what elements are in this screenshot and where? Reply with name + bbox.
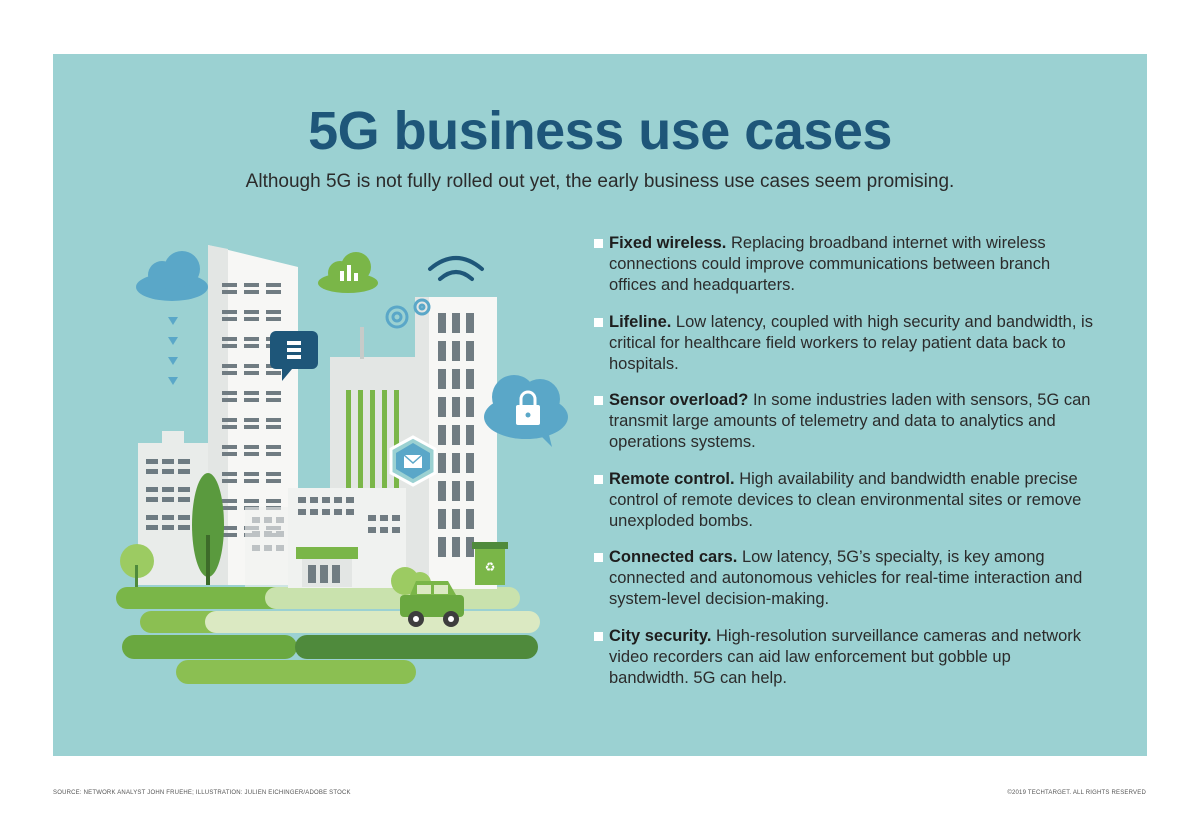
use-case-item: Remote control. High availability and ba… [594,469,1094,532]
use-case-lead: Connected cars. [609,548,738,566]
use-case-text: Low latency, coupled with high security … [609,312,1093,373]
lock-cloud-icon [484,375,568,447]
low-front-building [245,488,406,588]
use-case-item: Fixed wireless. Replacing broadband inte… [594,233,1094,296]
svg-text:♻: ♻ [485,560,496,574]
bullet-square-icon [594,239,603,248]
ground-strips [116,587,540,684]
copyright-notice: ©2019 TECHTARGET. ALL RIGHTS RESERVED [1007,790,1146,796]
mail-hexagon-icon [389,435,437,487]
recycle-bin-icon: ♻ [472,542,508,585]
use-case-item: City security. High-resolution surveilla… [594,626,1094,689]
source-credit: SOURCE: NETWORK ANALYST JOHN FRUEHE; ILL… [53,790,351,796]
use-case-lead: Lifeline. [609,312,672,331]
white-tower [208,245,298,585]
bullet-square-icon [594,474,603,484]
use-case-list: Fixed wireless. Replacing broadband inte… [594,233,1094,704]
use-case-text: High availability and bandwidth enable p… [609,469,1082,530]
wifi-icon [428,256,484,281]
page-subtitle: Although 5G is not fully rolled out yet,… [245,171,955,192]
use-case-lead: Fixed wireless. [609,234,727,252]
page-title: 5G business use cases [308,101,892,161]
chart-cloud-icon [318,252,378,293]
use-case-item: Sensor overload? In some industries lade… [594,390,1094,453]
round-tree-icon [120,544,154,587]
use-case-item: Lifeline. Low latency, coupled with high… [594,312,1094,375]
cloud-icon [136,251,208,385]
use-case-lead: City security. [609,626,712,645]
server-chat-icon [270,331,318,381]
use-case-lead: Sensor overload? [609,391,749,409]
use-case-lead: Remote control. [609,469,735,488]
use-case-text: High-resolution surveillance cameras and… [609,626,1081,687]
city-illustration: ♻ [116,245,568,684]
bullet-square-icon [594,317,603,327]
bullet-square-icon [594,553,603,562]
use-case-text: In some industries laden with sensors, 5… [609,391,1091,451]
use-case-item: Connected cars. Low latency, 5G’s specia… [594,547,1094,610]
bullet-square-icon [594,631,603,641]
tree-icon [192,473,224,585]
car-icon [400,581,464,627]
use-case-text: Low latency, 5G’s specialty, is key amon… [609,548,1083,608]
white-tower-right [415,297,497,589]
bullet-square-icon [594,396,603,405]
gear-icon [385,298,431,329]
use-case-text: Replacing broadband internet with wirele… [609,234,1051,294]
